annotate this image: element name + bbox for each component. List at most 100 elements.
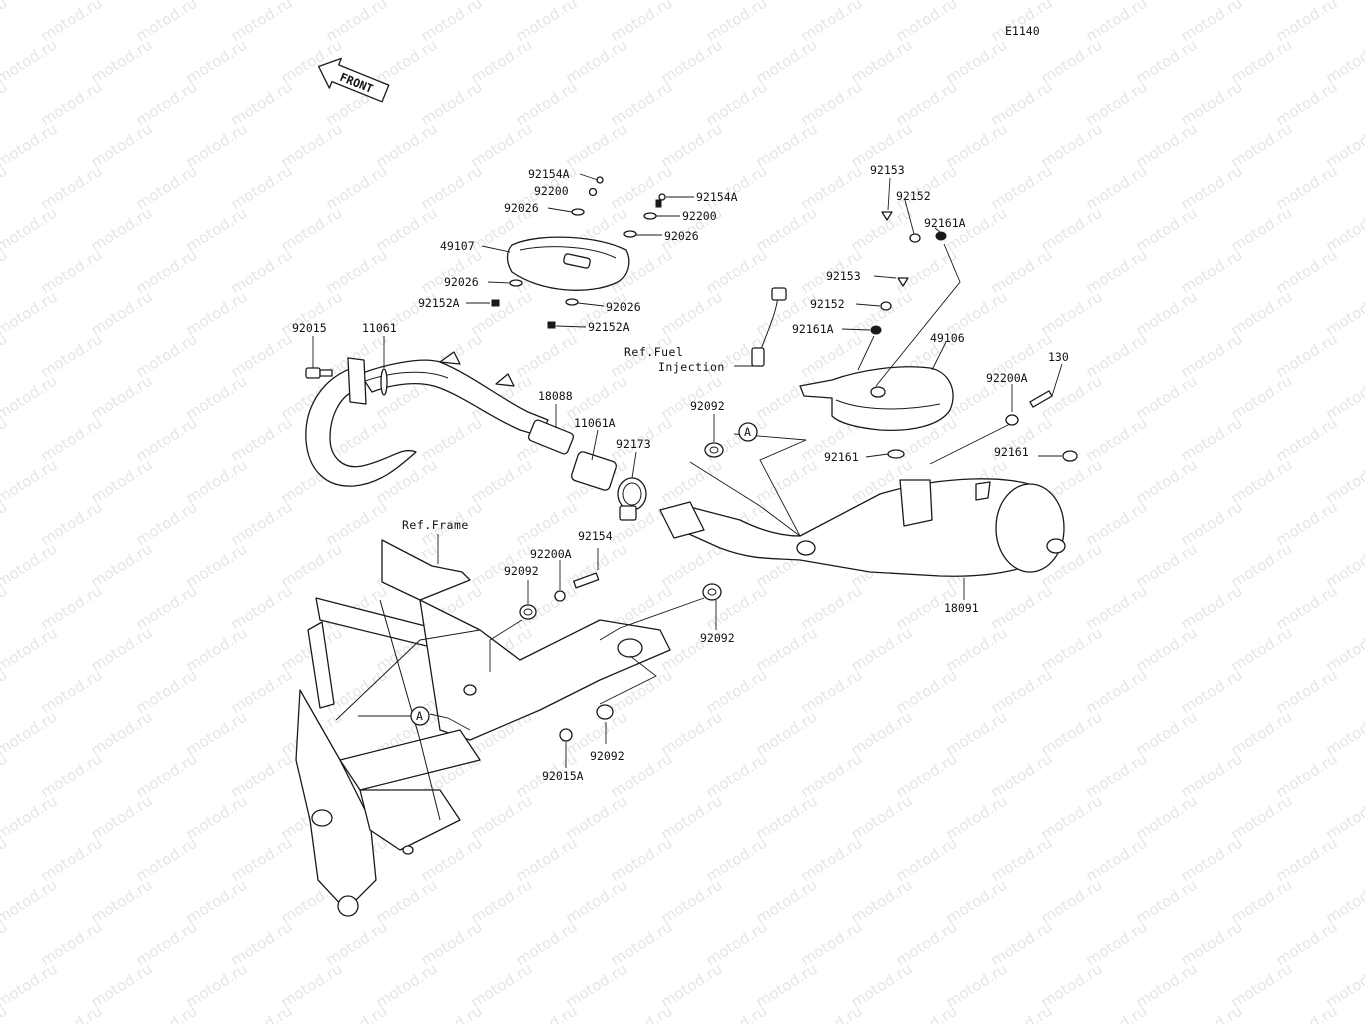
watermark-text: motod.ru bbox=[988, 1002, 1056, 1024]
watermark-text: motod.ru bbox=[943, 960, 1011, 1012]
watermark-text: motod.ru bbox=[468, 120, 536, 172]
part-label: 92154A bbox=[528, 167, 570, 181]
watermark-text: motod.ru bbox=[38, 1002, 106, 1024]
watermark-text: motod.ru bbox=[0, 456, 60, 508]
watermark-text: motod.ru bbox=[563, 960, 631, 1012]
watermark-text: motod.ru bbox=[563, 36, 631, 88]
watermark-text: motod.ru bbox=[753, 204, 821, 256]
watermark-text: motod.ru bbox=[1038, 288, 1106, 340]
watermark-text: motod.ru bbox=[943, 624, 1011, 676]
ref-injection-label: Injection bbox=[658, 360, 725, 374]
part-label: 49106 bbox=[930, 331, 965, 345]
watermark-text: motod.ru bbox=[658, 288, 726, 340]
watermark-text: motod.ru bbox=[1133, 624, 1201, 676]
ref-fuel-label: Ref.Fuel bbox=[624, 345, 683, 359]
watermark-text: motod.ru bbox=[0, 582, 10, 634]
watermark-text: motod.ru bbox=[278, 960, 346, 1012]
part-label: 18091 bbox=[944, 601, 979, 615]
watermark-text: motod.ru bbox=[563, 120, 631, 172]
watermark-text: motod.ru bbox=[943, 876, 1011, 928]
watermark-text: motod.ru bbox=[0, 750, 10, 802]
svg-text:A: A bbox=[416, 709, 423, 723]
watermark-text: motod.ru bbox=[278, 120, 346, 172]
part-label: 92200A bbox=[530, 547, 572, 561]
watermark-text: motod.ru bbox=[0, 0, 10, 45]
connector-11061A bbox=[570, 451, 618, 491]
heat-guard-49106 bbox=[799, 366, 954, 432]
watermark-text: motod.ru bbox=[848, 792, 916, 844]
watermark-text: motod.ru bbox=[0, 414, 10, 466]
watermark-text: motod.ru bbox=[1178, 1002, 1246, 1024]
watermark-text: motod.ru bbox=[798, 1002, 866, 1024]
watermark-text: motod.ru bbox=[468, 960, 536, 1012]
part-label: 49107 bbox=[440, 239, 475, 253]
watermark-text: motod.ru bbox=[753, 372, 821, 424]
ref-frame-label: Ref.Frame bbox=[402, 518, 469, 532]
watermark-text: motod.ru bbox=[468, 792, 536, 844]
part-label: 92154A bbox=[696, 190, 738, 204]
part-label: 92200A bbox=[986, 371, 1028, 385]
part-label: 92152 bbox=[810, 297, 845, 311]
watermark-text: motod.ru bbox=[0, 120, 60, 172]
watermark-text: motod.ru bbox=[373, 120, 441, 172]
part-label: 92161A bbox=[792, 322, 834, 336]
part-label: 92200 bbox=[682, 209, 717, 223]
watermark-text: motod.ru bbox=[0, 624, 60, 676]
watermark-text: motod.ru bbox=[893, 1002, 961, 1024]
watermark-text: motod.ru bbox=[88, 204, 156, 256]
clamp-92173 bbox=[617, 477, 647, 521]
watermark-text: motod.ru bbox=[658, 792, 726, 844]
watermark-text: motod.ru bbox=[183, 288, 251, 340]
watermark-text: motod.ru bbox=[373, 36, 441, 88]
part-label: 92092 bbox=[700, 631, 735, 645]
watermark-text: motod.ru bbox=[468, 36, 536, 88]
watermark-text: motod.ru bbox=[88, 372, 156, 424]
watermark-text: motod.ru bbox=[0, 1002, 10, 1024]
watermark-text: motod.ru bbox=[468, 876, 536, 928]
watermark-text: motod.ru bbox=[1038, 792, 1106, 844]
watermark-text: motod.ru bbox=[563, 792, 631, 844]
watermark-text: motod.ru bbox=[468, 456, 536, 508]
watermark-text: motod.ru bbox=[1038, 876, 1106, 928]
part-label: 92200 bbox=[534, 184, 569, 198]
watermark-text: motod.ru bbox=[468, 288, 536, 340]
watermark-text: motod.ru bbox=[1228, 372, 1296, 424]
part-label: 92152A bbox=[418, 296, 460, 310]
watermark-text: motod.ru bbox=[183, 792, 251, 844]
frame bbox=[295, 539, 671, 917]
watermark-text: motod.ru bbox=[133, 1002, 201, 1024]
watermark-text: motod.ru bbox=[753, 960, 821, 1012]
watermark-text: motod.ru bbox=[1228, 36, 1296, 88]
watermark-text: motod.ru bbox=[848, 624, 916, 676]
watermark-text: motod.ru bbox=[943, 36, 1011, 88]
leader-lines bbox=[312, 173, 1063, 768]
watermark-text: motod.ru bbox=[943, 792, 1011, 844]
watermark-text: motod.ru bbox=[88, 288, 156, 340]
part-label: 11061A bbox=[574, 416, 616, 430]
watermark-text: motod.ru bbox=[1228, 204, 1296, 256]
part-label: 92092 bbox=[504, 564, 539, 578]
bolt-92015 bbox=[305, 367, 333, 379]
watermark-text: motod.ru bbox=[1228, 456, 1296, 508]
watermark-text: motod.ru bbox=[1038, 120, 1106, 172]
watermark-text: motod.ru bbox=[0, 498, 10, 550]
watermark-text: motod.ru bbox=[1228, 876, 1296, 928]
grommet-92092-c bbox=[702, 583, 722, 601]
watermark-text: motod.ru bbox=[0, 78, 10, 130]
watermark-text: motod.ru bbox=[608, 1002, 676, 1024]
watermark-text: motod.ru bbox=[1228, 120, 1296, 172]
grommet-92092-a bbox=[704, 442, 724, 458]
part-label: 92161A bbox=[924, 216, 966, 230]
watermark-text: motod.ru bbox=[658, 708, 726, 760]
watermark-text: motod.ru bbox=[88, 708, 156, 760]
watermark-text: motod.ru bbox=[753, 120, 821, 172]
watermark-text: motod.ru bbox=[658, 36, 726, 88]
watermark-text: motod.ru bbox=[1133, 372, 1201, 424]
watermark-text: motod.ru bbox=[183, 36, 251, 88]
watermark-text: motod.ru bbox=[1133, 960, 1201, 1012]
watermark-text: motod.ru bbox=[373, 204, 441, 256]
watermark-text: motod.ru bbox=[0, 666, 10, 718]
watermark-text: motod.ru bbox=[183, 624, 251, 676]
watermark-text: motod.ru bbox=[563, 876, 631, 928]
